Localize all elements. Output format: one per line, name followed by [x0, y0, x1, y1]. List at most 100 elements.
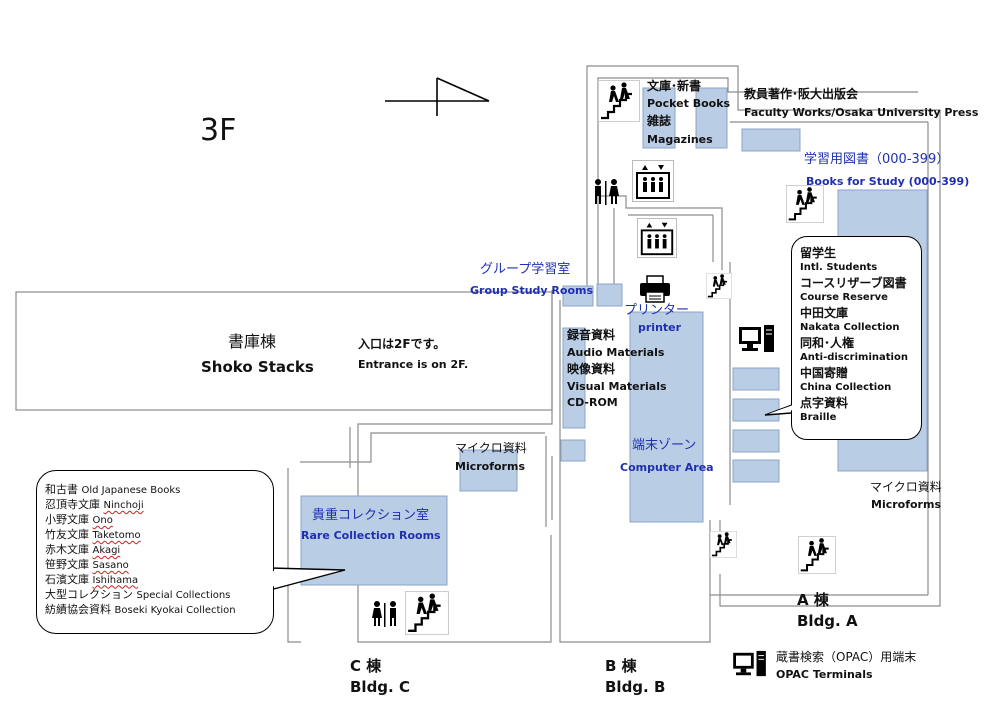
cd-rom-label: CD-ROM	[567, 396, 618, 409]
callout-c-item-ja: 和古書	[45, 483, 82, 496]
shelf-faculty-works	[741, 128, 801, 152]
callout-a-item-ja: 中国寄贈	[800, 365, 849, 380]
faculty-works-label-ja: 教員著作･阪大出版会	[744, 87, 859, 101]
faculty-works-label-en: Faculty Works/Osaka University Press	[744, 106, 979, 119]
stairs-icon	[798, 536, 836, 574]
rare-label-en: Rare Collection Rooms	[301, 529, 441, 542]
bldg-b-label-ja: B 棟	[605, 657, 637, 675]
restroom-icon	[595, 179, 619, 205]
magazines-label-ja: 雑誌	[647, 114, 672, 128]
callout-c-item-ja: 笹野文庫	[45, 557, 93, 571]
elevator-icon	[637, 218, 677, 258]
stairs-icon	[706, 273, 732, 299]
pocket-books-label-ja: 文庫･新書	[647, 79, 702, 93]
callout-a-item-en: Anti-discrimination	[800, 352, 908, 364]
north-arrow	[385, 77, 490, 116]
callout-c-item-ja: 赤木文庫	[45, 542, 93, 556]
shoko-stacks-outline	[15, 291, 553, 411]
callout-c-item: 笹野文庫 Sasano	[45, 558, 236, 573]
callout-c-item: 紡績協会資料 Boseki Kyokai Collection	[45, 603, 236, 618]
computer-area-zone	[629, 311, 704, 523]
callout-c-item-ja: 小野文庫	[45, 512, 93, 526]
floor-label: 3F	[200, 113, 237, 148]
callout-c-item-en: Sasano	[92, 559, 129, 571]
bldg-c-label-en: Bldg. C	[350, 678, 410, 696]
bldg-a-label: A 棟 Bldg. A	[797, 590, 858, 632]
callout-c-item-en: Ishihama	[92, 574, 139, 586]
callout-a-item-ja: 同和･人権	[800, 335, 855, 350]
bldg-b-label-en: Bldg. B	[605, 678, 666, 696]
callout-c-item-ja: 紡績協会資料	[45, 602, 115, 616]
stairs-icon	[598, 80, 640, 122]
printer-label-en: printer	[638, 321, 682, 334]
bldg-c-label-ja: C 棟	[350, 657, 382, 675]
computer-area-label-en: Computer Area	[620, 461, 714, 474]
callout-a-item-ja: 留学生	[800, 246, 837, 260]
books-for-study-label-ja: 学習用図書（000-399）	[804, 152, 950, 167]
callout-c-item-ja: 忍頂寺文庫	[45, 497, 104, 511]
callout-c-item: 石濱文庫 Ishihama	[45, 573, 236, 588]
callout-c-item-ja: 石濱文庫	[45, 572, 93, 586]
bldg-a-label-en: Bldg. A	[797, 612, 858, 630]
shelf-microforms-small	[560, 439, 586, 462]
shelf-a-2	[732, 398, 780, 422]
stairs-icon	[786, 185, 824, 223]
callout-a-item-en: Braille	[800, 411, 837, 423]
shelf-pocket-books	[642, 87, 676, 149]
audio-label-ja: 録音資料	[567, 328, 616, 342]
computer-area-label-ja: 端末ゾーン	[632, 438, 697, 453]
shoko-label-ja: 書庫棟	[228, 332, 277, 351]
printer-icon	[640, 275, 670, 303]
printer-label-ja: プリンター	[624, 303, 690, 318]
callout-c-item-en: Old Japanese Books	[81, 485, 181, 496]
stairs-icon	[710, 531, 737, 558]
callout-c-item-en: Ono	[92, 514, 113, 526]
shelf-a-4	[732, 459, 780, 483]
callout-a-item-en: Course Reserve	[800, 292, 888, 304]
callout-c-item: 竹友文庫 Taketomo	[45, 528, 236, 543]
callout-c-item-en: Akagi	[92, 544, 121, 556]
callout-c-item-ja: 竹友文庫	[45, 527, 93, 541]
callout-a-item-ja: 点字資料	[800, 395, 849, 410]
bldg-c-label: C 棟 Bldg. C	[350, 656, 410, 698]
callout-c-item: 赤木文庫 Akagi	[45, 543, 236, 558]
rare-label-ja: 貴重コレクション室	[312, 508, 430, 523]
shelf-magazines	[695, 87, 728, 149]
callout-c-item: 小野文庫 Ono	[45, 513, 236, 528]
shelf-a-3	[732, 429, 780, 453]
callout-a-item-ja: 中田文庫	[800, 305, 849, 320]
callout-a-item-ja: コースリザーブ図書	[800, 275, 907, 290]
shoko-label-en: Shoko Stacks	[201, 358, 314, 376]
group-study-label-ja: グループ学習室	[480, 262, 571, 277]
microforms-b-label-en: Microforms	[455, 460, 525, 473]
microforms-a-label-en: Microforms	[871, 498, 941, 511]
pocket-books-label-en: Pocket Books	[647, 97, 731, 110]
magazines-label-en: Magazines	[647, 133, 713, 146]
shelf-microforms-b	[459, 449, 518, 492]
opac-legend-en: OPAC Terminals	[776, 668, 873, 681]
group-study-label-en: Group Study Rooms	[470, 284, 594, 297]
microforms-a-label-ja: マイクロ資料	[870, 480, 942, 494]
opac-legend-ja: 蔵書検索（OPAC）用端末	[776, 650, 917, 664]
group-study-room-2	[596, 283, 623, 307]
elevator-icon	[632, 160, 674, 202]
callout-c-item-en: Boseki Kyokai Collection	[114, 604, 236, 616]
restroom-icon	[372, 601, 396, 627]
callout-c-item: 大型コレクション Special Collections	[45, 588, 236, 603]
shelf-a-1	[732, 367, 780, 391]
books-for-study-label-en: Books for Study (000-399)	[806, 175, 970, 188]
callout-c-item-en: Special Collections	[136, 589, 231, 601]
microforms-b-label-ja: マイクロ資料	[455, 441, 527, 455]
building-walls	[287, 65, 941, 643]
computer-icon	[739, 325, 774, 352]
bldg-b-label: B 棟 Bldg. B	[605, 656, 665, 698]
shoko-entrance-note-ja: 入口は2Fです。	[358, 337, 446, 351]
bldg-a-label-ja: A 棟	[797, 591, 829, 609]
shoko-entrance-note-en: Entrance is on 2F.	[358, 358, 469, 371]
group-study-room-1	[562, 285, 594, 307]
callout-a-item-en: Nakata Collection	[800, 322, 900, 334]
stairs-icon	[405, 591, 449, 635]
